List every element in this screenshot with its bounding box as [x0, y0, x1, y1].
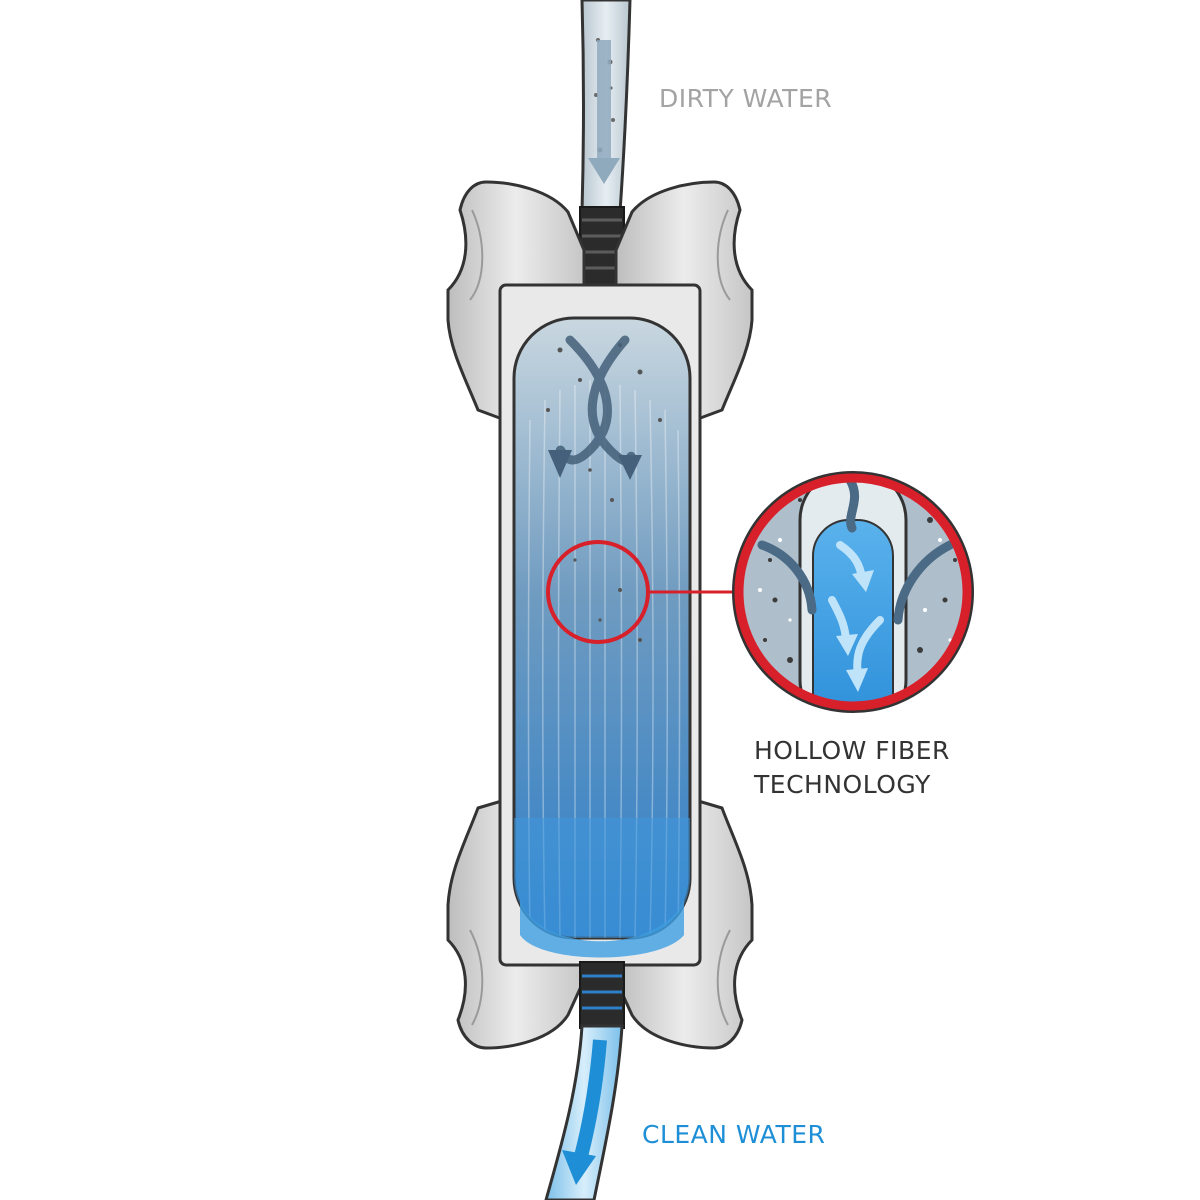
top-housing: [446, 180, 754, 423]
dirty-water-text: DIRTY WATER: [659, 84, 833, 113]
hollow-fiber-line2: TECHNOLOGY: [754, 770, 931, 799]
outlet-connector: [579, 961, 625, 1029]
hollow-fiber-magnifier: [732, 471, 974, 713]
bottom-housing: [446, 797, 754, 1050]
filter-cartridge: [498, 283, 702, 967]
arrow-down-icon: [562, 1039, 607, 1185]
dirty-water-label: DIRTY WATER: [659, 82, 832, 116]
hollow-fiber-label: HOLLOW FIBER TECHNOLOGY: [754, 734, 950, 802]
arrow-down-icon: [588, 40, 620, 184]
clean-water-text: CLEAN WATER: [642, 1120, 826, 1149]
clean-water-label: CLEAN WATER: [642, 1118, 825, 1152]
hollow-fiber-line1: HOLLOW FIBER: [754, 736, 950, 765]
